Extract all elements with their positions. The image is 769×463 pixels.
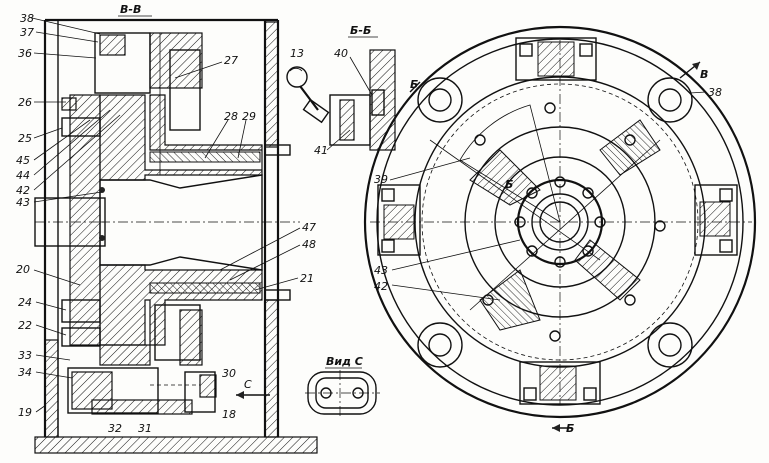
label-18: 18 (222, 408, 236, 421)
label-30: 30 (222, 367, 236, 380)
view-c-title: Вид С (326, 355, 363, 368)
label-37: 37 (20, 26, 34, 39)
plate-31 (91, 399, 193, 415)
view-c-detail (305, 370, 380, 417)
left-part-labels: 38 37 36 26 25 45 44 42 43 20 24 22 33 3… (16, 12, 34, 419)
front-view-labels: Б В 38 39 Б 43 42 Б (374, 68, 722, 435)
label-19: 19 (18, 406, 32, 419)
label-32: 32 (108, 422, 122, 435)
flange-20 (69, 94, 101, 346)
outer-ring (363, 25, 757, 419)
label-20: 20 (16, 263, 30, 276)
bolt-25 (61, 117, 101, 137)
label-13: 13 (290, 47, 304, 60)
label-38: 38 (20, 12, 34, 25)
label-39: 39 (374, 173, 388, 186)
label-arrow-c: С (244, 378, 252, 391)
label-42-right: 42 (374, 280, 388, 293)
label-36: 36 (18, 47, 32, 60)
label-v: В (700, 68, 708, 81)
front-view-circle (363, 25, 757, 432)
detail-body-40 (369, 49, 396, 151)
detail-view-bb: 13 40 41 (286, 47, 396, 157)
label-38-right: 38 (708, 86, 722, 99)
bolt-30 (199, 374, 217, 398)
section-labels: 27 28 29 47 48 21 32 31 18 30 С (108, 54, 316, 435)
label-34: 34 (18, 366, 32, 379)
label-25: 25 (18, 132, 32, 145)
handle-knob-13 (286, 66, 308, 88)
label-40: 40 (334, 47, 348, 60)
label-48: 48 (302, 238, 316, 251)
label-47: 47 (302, 221, 316, 234)
mounting-bosses (417, 77, 693, 368)
outer-holes (474, 102, 666, 342)
label-41: 41 (314, 144, 328, 157)
label-b-top: Б (410, 78, 418, 91)
label-28: 28 (224, 110, 238, 123)
housing-upper (99, 94, 263, 181)
spindle-bore (99, 174, 263, 271)
bolt-22 (61, 327, 101, 347)
base-plate (34, 436, 318, 454)
label-29: 29 (242, 110, 256, 123)
bolt-holes (514, 176, 606, 268)
gear-27 (149, 32, 203, 89)
label-33: 33 (18, 349, 32, 362)
label-b-bottom: Б (566, 422, 574, 435)
label-45: 45 (16, 154, 30, 167)
label-42: 42 (16, 184, 30, 197)
bolt-24 (61, 299, 101, 323)
label-b-center: Б (505, 178, 513, 191)
section-title-bb: Б-Б (350, 24, 371, 37)
clamp-blocks (377, 37, 738, 405)
label-43-right: 43 (374, 264, 388, 277)
label-22: 22 (18, 319, 32, 332)
label-26: 26 (18, 96, 32, 109)
label-24: 24 (18, 296, 32, 309)
label-27: 27 (224, 54, 238, 67)
label-31: 31 (138, 422, 152, 435)
label-21: 21 (300, 272, 314, 285)
section-view-vv (31, 17, 318, 454)
section-title-vv: В-В (120, 3, 141, 16)
label-44: 44 (16, 169, 30, 182)
label-43: 43 (16, 196, 30, 209)
